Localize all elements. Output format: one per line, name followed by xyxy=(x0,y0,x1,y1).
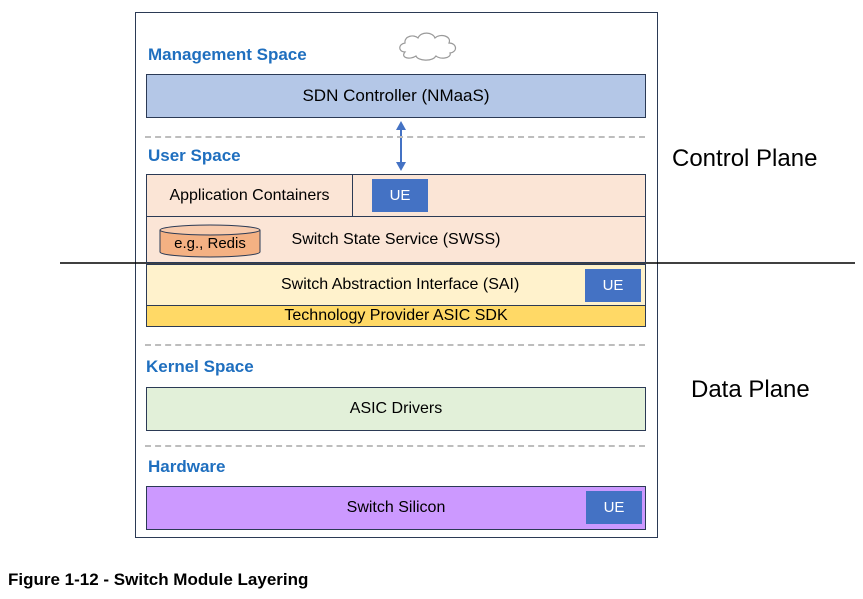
dashed-separator xyxy=(145,344,645,346)
sdn-controller-label: SDN Controller (NMaaS) xyxy=(302,86,490,105)
ue-label: UE xyxy=(389,187,411,204)
application-containers-box: Application Containers xyxy=(146,174,353,217)
section-title-hardware: Hardware xyxy=(148,457,226,476)
dashed-separator xyxy=(145,136,645,138)
application-containers-label: Application Containers xyxy=(169,186,330,204)
asic-sdk-label: Technology Provider ASIC SDK xyxy=(284,307,508,324)
dashed-separator xyxy=(145,445,645,447)
ue-label: UE xyxy=(603,499,625,516)
section-title-kernel: Kernel Space xyxy=(146,357,254,376)
cloud-icon xyxy=(399,32,457,61)
asic-drivers-label: ASIC Drivers xyxy=(349,400,443,417)
swss-label: Switch State Service (SWSS) xyxy=(291,230,501,248)
redis-label-box: e.g., Redis xyxy=(160,232,260,254)
data-plane-label: Data Plane xyxy=(691,376,810,403)
redis-label: e.g., Redis xyxy=(174,234,246,252)
sai-box: Switch Abstraction Interface (SAI) xyxy=(146,264,646,306)
switch-silicon-label: Switch Silicon xyxy=(346,499,446,516)
ue-badge-sai: UE xyxy=(585,269,641,302)
sdn-controller-box: SDN Controller (NMaaS) xyxy=(146,74,646,118)
ue-label: UE xyxy=(602,277,624,294)
section-title-management: Management Space xyxy=(148,45,307,64)
asic-sdk-box: Technology Provider ASIC SDK xyxy=(146,305,646,327)
double-arrow xyxy=(396,121,406,171)
sai-label: Switch Abstraction Interface (SAI) xyxy=(281,276,520,293)
figure-caption: Figure 1-12 - Switch Module Layering xyxy=(8,570,309,589)
switch-silicon-box: Switch Silicon xyxy=(146,486,646,530)
section-title-user: User Space xyxy=(148,146,241,165)
control-plane-label: Control Plane xyxy=(672,145,818,172)
ue-badge-user: UE xyxy=(372,179,428,212)
asic-drivers-box: ASIC Drivers xyxy=(146,387,646,431)
ue-badge-hardware: UE xyxy=(586,491,642,524)
